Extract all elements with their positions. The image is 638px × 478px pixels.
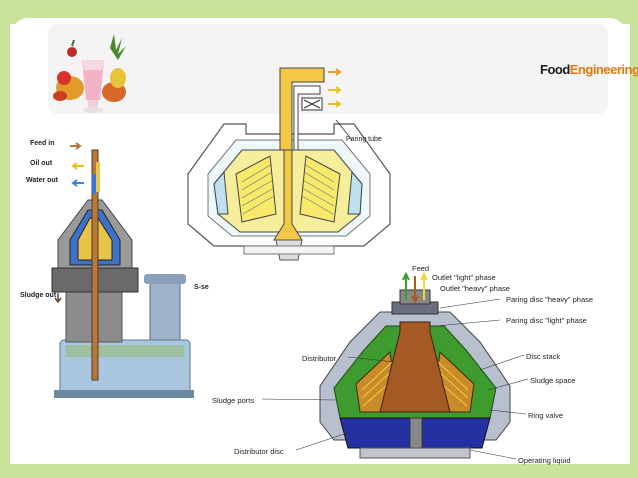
oil-out-label: Oil out [30,160,53,167]
outlet-heavy-label: Outlet "heavy" phase [440,284,510,293]
sludge-out-label: Sludge out [20,292,57,299]
sludge-space-label: Sludge space [530,376,576,385]
bowl-cross-section-diagram [187,67,391,261]
paring-heavy-label: Paring disc "heavy" phase [506,295,594,304]
operating-liquid-label: Operating liquid [518,456,571,465]
left-separator-diagram [51,149,194,398]
water-out-arrow-icon [71,179,84,187]
paring-tube-label: Paring tube [346,136,382,143]
food-engineering-logo: FoodEngineering [540,62,638,77]
disc-stack-label: Disc stack [526,352,561,361]
fruit-smoothie-image [53,34,126,113]
paring-light-label: Paring disc "light" phase [506,316,587,325]
header-band [48,24,608,114]
feed-label: Feed [412,264,430,273]
sludge-ports-label: Sludge ports [212,396,255,405]
oil-out-arrow-icon [71,162,84,170]
frame-bottom [0,464,638,478]
water-out-label: Water out [26,177,59,184]
feed-in-arrow-icon [70,142,82,150]
distributor-label: Distributor [302,354,337,363]
outlet-light-label: Outlet "light" phase [432,273,496,282]
separator-bowl-diagram [319,272,511,459]
distributor-disc-label: Distributor disc [234,447,284,456]
ring-valve-label: Ring valve [528,411,564,420]
frame-right [630,0,638,478]
frame-left [0,0,10,478]
side-text-fragment: S-se [194,284,209,291]
sludge-out-arrow-icon [54,293,62,303]
feed-in-label: Feed in [30,140,55,147]
